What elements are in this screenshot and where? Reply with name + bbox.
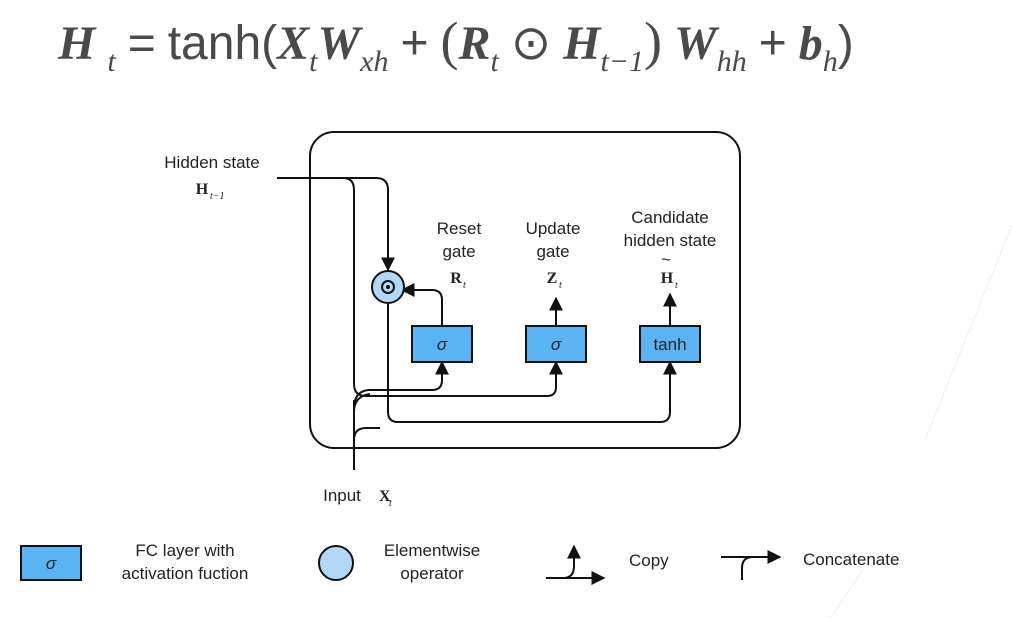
candidate-label-2: hidden state — [624, 231, 717, 250]
legend-elementwise-1: Elementwise — [384, 541, 480, 560]
formula-eq: = — [127, 17, 156, 70]
reset-symbol: R — [450, 270, 462, 287]
legend-concatenate-label: Concatenate — [803, 550, 899, 569]
tanh-label: tanh — [653, 335, 686, 354]
formula-wxh-sub: xh — [360, 45, 389, 78]
formula-whh-sub: hh — [716, 45, 747, 78]
formula-r: R — [458, 17, 491, 70]
update-gate-label-2: gate — [536, 242, 569, 261]
input-label: Input — [323, 486, 361, 505]
candidate-fc: tanh — [639, 325, 701, 363]
legend-operator-circle — [318, 545, 354, 581]
gru-candidate-formula: H t = tanh(XtWxh + (Rt ⊙ Ht−1) Whh + bh) — [58, 11, 854, 77]
update-gate-label-1: Update — [526, 219, 581, 238]
formula-x-sub: t — [309, 45, 318, 78]
legend-elementwise-2: operator — [400, 564, 464, 583]
formula-plus-2: + — [758, 17, 787, 70]
formula-lhs: H — [58, 17, 96, 70]
formula-r-sub: t — [490, 45, 499, 78]
input-to-reset — [353, 360, 449, 409]
formula-h-prev: H — [563, 17, 601, 70]
update-gate-fc: σ — [525, 325, 587, 363]
reset-gate-label-1: Reset — [437, 219, 482, 238]
legend-fc-label-1: FC layer with — [135, 541, 234, 560]
formula-h-prev-sub: t−1 — [600, 45, 645, 78]
candidate-symbol: H — [661, 270, 674, 287]
update-sub: t — [559, 280, 562, 291]
candidate-sub: t — [675, 280, 678, 291]
gru-cell-box — [309, 131, 741, 449]
candidate-label-1: Candidate — [631, 208, 709, 227]
formula-rparen: ) — [644, 11, 663, 71]
reset-gate-label-2: gate — [442, 242, 475, 261]
background-decoration — [829, 224, 1012, 618]
legend-copy-icon — [546, 544, 606, 585]
formula-x: X — [277, 17, 310, 70]
hidden-state-symbol: H — [196, 181, 209, 198]
reset-gate-fc: σ — [411, 325, 473, 363]
formula-lhs-sub: t — [107, 45, 116, 78]
reset-gate-output — [400, 283, 443, 326]
input-sub: t — [389, 498, 392, 509]
formula-close: ) — [837, 17, 854, 70]
formula-b-sub: h — [822, 45, 838, 78]
candidate-tilde: ~ — [661, 250, 671, 269]
formula-lparen: ( — [440, 11, 459, 71]
update-symbol: Z — [547, 270, 558, 287]
formula-plus-1: + — [400, 17, 429, 70]
update-sigma: σ — [551, 335, 562, 354]
input-symbol: X — [379, 488, 391, 505]
legend-fc-label-2: activation fuction — [122, 564, 249, 583]
legend: σ FC layer with activation fuction Eleme… — [20, 541, 899, 585]
reset-hidden-line — [387, 304, 677, 423]
connections — [277, 177, 677, 470]
legend-fc-symbol: σ — [46, 554, 57, 573]
reset-sigma: σ — [437, 335, 448, 354]
legend-concatenate-icon — [721, 550, 782, 580]
hidden-state-sub: t−1 — [210, 191, 225, 202]
reset-sub: t — [463, 280, 466, 291]
formula-whh: W — [674, 17, 717, 70]
hidden-state-label: Hidden state — [164, 153, 259, 172]
legend-fc-box — [20, 545, 82, 581]
formula-wxh: W — [317, 17, 361, 70]
formula-tanh: tanh( — [167, 17, 278, 70]
formula-b: b — [798, 17, 823, 70]
elementwise-operator — [371, 270, 405, 304]
legend-copy-label: Copy — [629, 551, 669, 570]
input-branch-reset — [353, 393, 371, 413]
hidden-state-line — [277, 177, 395, 272]
formula-odot: ⊙ — [510, 17, 552, 70]
input-to-candidate — [353, 427, 380, 441]
